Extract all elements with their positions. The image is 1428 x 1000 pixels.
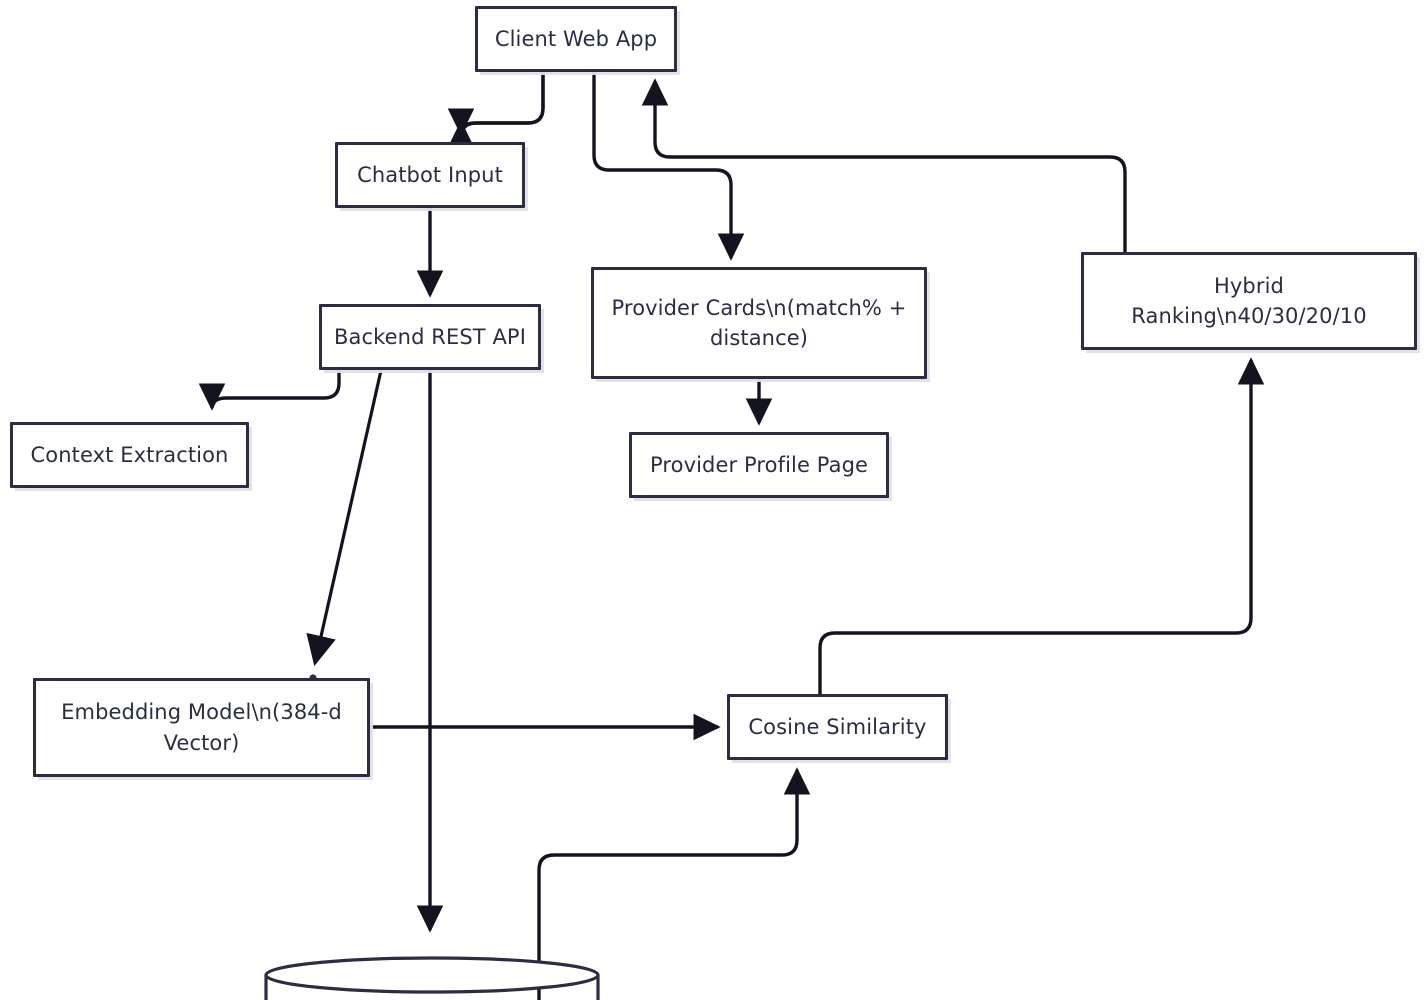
node-provider-profile-page[interactable]: Provider Profile Page xyxy=(629,432,889,498)
node-chatbot-input-label: Chatbot Input xyxy=(357,162,503,187)
node-context-extraction-label: Context Extraction xyxy=(30,442,229,467)
edge-backend-rest-api-to-embedding-model xyxy=(306,365,384,667)
node-client-web-app[interactable]: Client Web App xyxy=(475,6,677,72)
node-embedding-model-label: Embedding Model\n(384-d Vector) xyxy=(61,700,342,755)
edge-backend-rest-api-to-context-extraction xyxy=(198,370,341,411)
node-chatbot-input[interactable]: Chatbot Input xyxy=(335,142,525,208)
edge-client-web-app-to-chatbot-input-tail xyxy=(447,72,545,136)
node-client-web-app-label: Client Web App xyxy=(494,26,658,51)
node-context-extraction[interactable]: Context Extraction xyxy=(10,422,249,488)
edge-hybrid-ranking-to-client-web-app xyxy=(641,78,1127,252)
node-embedding-model[interactable]: Embedding Model\n(384-d Vector) xyxy=(33,678,370,777)
edge-client-web-app-to-provider-cards xyxy=(592,72,745,261)
node-hybrid-ranking[interactable]: Hybrid Ranking\n40/30/20/10 xyxy=(1081,252,1417,350)
node-hybrid-ranking-label: Hybrid Ranking\n40/30/20/10 xyxy=(1131,273,1367,328)
node-cosine-similarity[interactable]: Cosine Similarity xyxy=(727,694,948,760)
node-backend-rest-api[interactable]: Backend REST API xyxy=(319,304,541,370)
edge-cosine-similarity-to-hybrid-ranking xyxy=(818,357,1265,694)
cylinder-icon xyxy=(264,956,600,1000)
node-provider-profile-page-label: Provider Profile Page xyxy=(649,452,869,477)
node-cosine-similarity-label: Cosine Similarity xyxy=(748,714,927,739)
node-provider-cards-label: Provider Cards\n(match% + distance) xyxy=(611,295,907,350)
node-backend-rest-api-label: Backend REST API xyxy=(334,324,526,349)
node-provider-cards[interactable]: Provider Cards\n(match% + distance) xyxy=(591,267,927,379)
node-vector-database[interactable] xyxy=(264,955,600,1000)
edge-client-web-app-to-chatbot-input xyxy=(447,72,545,148)
